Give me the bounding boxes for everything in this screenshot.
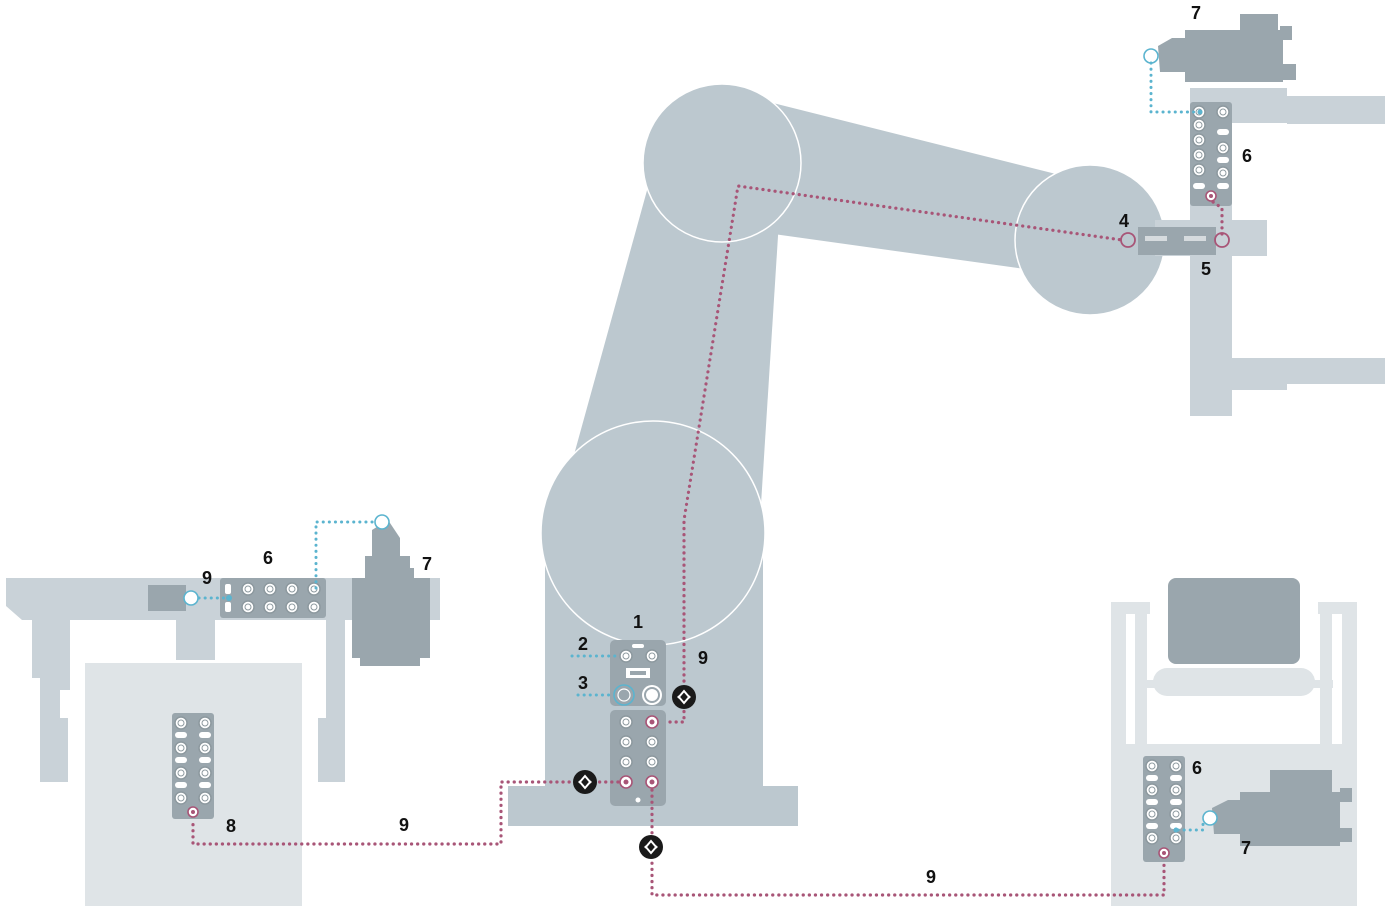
cable-left [191, 780, 620, 846]
label-drive-bottom-right: 7 [1241, 838, 1251, 858]
label-drive-left: 7 [422, 554, 432, 574]
robot-shoulder-joint [540, 420, 766, 646]
blue-cables [197, 61, 1205, 832]
left-conveyor-frame [6, 578, 440, 782]
drive-bottom-right [1212, 770, 1352, 846]
label-line-left-sensor: 9 [202, 568, 212, 588]
label-port-3: 3 [578, 673, 588, 693]
label-line-bottom-left: 9 [399, 815, 409, 835]
main-hub [610, 640, 666, 806]
drive-top-right [1158, 14, 1296, 82]
arrow-swap-icon [573, 770, 597, 794]
module-left [220, 578, 326, 618]
label-box-module: 8 [226, 816, 236, 836]
pink-cables [191, 184, 1224, 897]
label-module-top-right: 6 [1242, 146, 1252, 166]
left-sensor-block [148, 585, 186, 611]
blue-cable-left-drive [314, 520, 376, 590]
label-line-arm: 9 [698, 648, 708, 668]
robot-upper-arm [745, 96, 1075, 276]
top-right-drive-connector [1143, 48, 1159, 64]
box-module [172, 713, 214, 819]
arrow-swap-icon [672, 685, 696, 709]
label-line-bottom-right: 9 [926, 867, 936, 887]
label-arm-connector-5: 5 [1201, 259, 1211, 279]
arrow-swap-icon [639, 835, 663, 859]
blue-cable-top-right [1149, 61, 1199, 114]
left-sensor-connector [183, 590, 199, 606]
robot [508, 83, 1166, 826]
robot-elbow-joint [642, 83, 802, 243]
label-module-bottom-right: 6 [1192, 758, 1202, 778]
left-machine [6, 514, 440, 906]
arm-port-4 [1120, 232, 1136, 248]
label-drive-top-right: 7 [1191, 3, 1201, 23]
module-top-right [1190, 102, 1232, 206]
label-module-left: 6 [263, 548, 273, 568]
blue-cable-bottom-right [1176, 820, 1205, 832]
cable-arm [668, 184, 1124, 724]
left-drive-connector [374, 514, 390, 530]
label-arm-port-4: 4 [1119, 211, 1129, 231]
left-drive [352, 520, 430, 666]
label-port-2: 2 [578, 634, 588, 654]
cable-gripper [1211, 200, 1224, 236]
cable-bottom [650, 788, 1166, 897]
label-hub: 1 [633, 612, 643, 632]
bottom-right-drive-connector [1202, 810, 1218, 826]
module-bottom-right [1143, 756, 1185, 862]
